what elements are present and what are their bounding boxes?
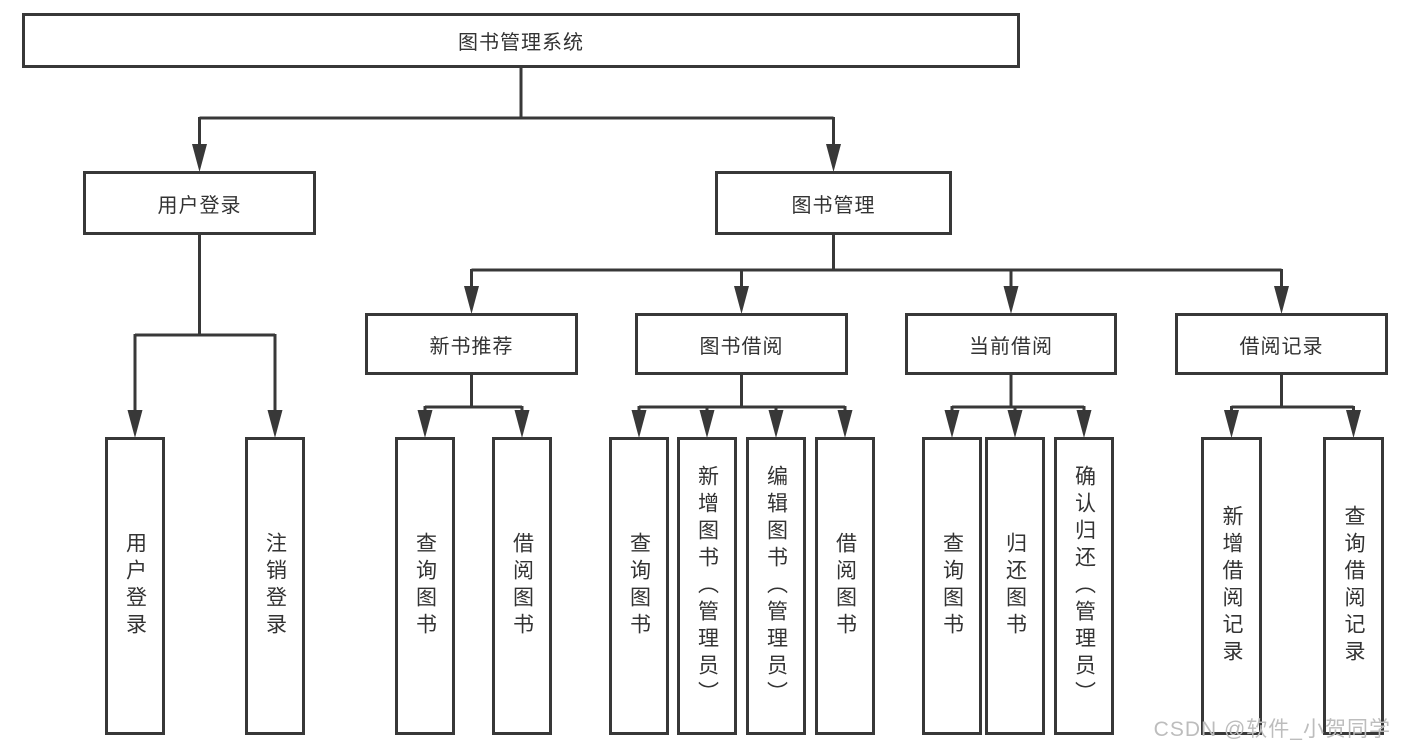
leaf-add-book-admin: 新增图书（管理员） [677, 437, 737, 735]
connector-borrowrecords-bus [1231, 375, 1354, 409]
connector-currentborrow-bus [952, 375, 1084, 409]
node-label: 用户登录 [123, 532, 147, 640]
arrowhead-icon [192, 144, 207, 172]
node-book-borrow: 图书借阅 [635, 313, 848, 375]
node-user-login: 用户登录 [83, 171, 316, 235]
node-borrow-records: 借阅记录 [1175, 313, 1388, 375]
node-label: 查询图书 [413, 532, 437, 640]
node-label: 借阅图书 [510, 532, 534, 640]
arrowhead-icon [1003, 286, 1019, 314]
node-label: 新书推荐 [429, 335, 514, 358]
node-label: 编辑图书（管理员） [764, 464, 788, 708]
node-current-borrow: 当前借阅 [905, 313, 1117, 375]
arrowhead-icon [826, 144, 841, 172]
connector-bookmgmt-bus [471, 235, 1282, 272]
connector-root-bus [199, 68, 834, 120]
arrowhead-icon [768, 410, 784, 438]
node-label: 确认归还（管理员） [1072, 464, 1096, 708]
leaf-return-book: 归还图书 [985, 437, 1045, 735]
leaf-add-borrow-record: 新增借阅记录 [1201, 437, 1262, 735]
watermark-text: CSDN @软件_小贺同学 [1153, 718, 1391, 741]
leaf-query-books-borrow: 查询图书 [609, 437, 669, 735]
connector-userlogin-bus [135, 235, 275, 337]
node-label: 查询图书 [627, 532, 651, 640]
arrowhead-icon [734, 286, 749, 314]
node-library-management-system: 图书管理系统 [22, 13, 1020, 68]
node-label: 注销登录 [263, 532, 287, 640]
arrowhead-icon [1224, 410, 1239, 438]
node-label: 图书借阅 [699, 335, 784, 358]
node-label: 当前借阅 [969, 335, 1053, 358]
leaf-edit-book-admin: 编辑图书（管理员） [746, 437, 806, 735]
arrowhead-icon [1076, 410, 1092, 438]
leaf-query-books-recommend: 查询图书 [395, 437, 455, 735]
arrowhead-icon [417, 410, 433, 438]
leaf-borrow-books: 借阅图书 [815, 437, 875, 735]
node-book-management: 图书管理 [715, 171, 952, 235]
node-label: 图书管理系统 [458, 32, 584, 54]
node-label: 查询借阅记录 [1342, 505, 1365, 667]
leaf-query-books-current: 查询图书 [922, 437, 982, 735]
node-new-book-recommend: 新书推荐 [365, 313, 578, 375]
arrowhead-icon [514, 410, 530, 438]
node-label: 归还图书 [1003, 532, 1027, 640]
node-label: 用户登录 [157, 194, 242, 217]
node-label: 图书管理 [791, 194, 876, 217]
arrowhead-icon [1346, 410, 1361, 438]
leaf-user-login: 用户登录 [105, 437, 165, 735]
node-label: 借阅图书 [833, 532, 857, 640]
arrowhead-icon [1007, 410, 1023, 438]
connector-newbook-bus [425, 375, 522, 409]
leaf-borrow-books-recommend: 借阅图书 [492, 437, 552, 735]
arrowhead-icon [944, 410, 960, 438]
arrowhead-icon [464, 286, 479, 314]
arrowhead-icon [267, 410, 283, 438]
arrowhead-icon [127, 410, 143, 438]
arrowhead-icon [699, 410, 715, 438]
arrowhead-icon [631, 410, 647, 438]
node-label: 查询图书 [940, 532, 964, 640]
node-label: 新增图书（管理员） [695, 464, 719, 708]
leaf-logout: 注销登录 [245, 437, 305, 735]
leaf-confirm-return-admin: 确认归还（管理员） [1054, 437, 1114, 735]
arrowhead-icon [837, 410, 853, 438]
node-label: 新增借阅记录 [1220, 505, 1243, 667]
leaf-query-borrow-record: 查询借阅记录 [1323, 437, 1384, 735]
arrowhead-icon [1274, 286, 1289, 314]
node-label: 借阅记录 [1239, 335, 1324, 358]
connector-bookborrow-bus [639, 375, 845, 409]
